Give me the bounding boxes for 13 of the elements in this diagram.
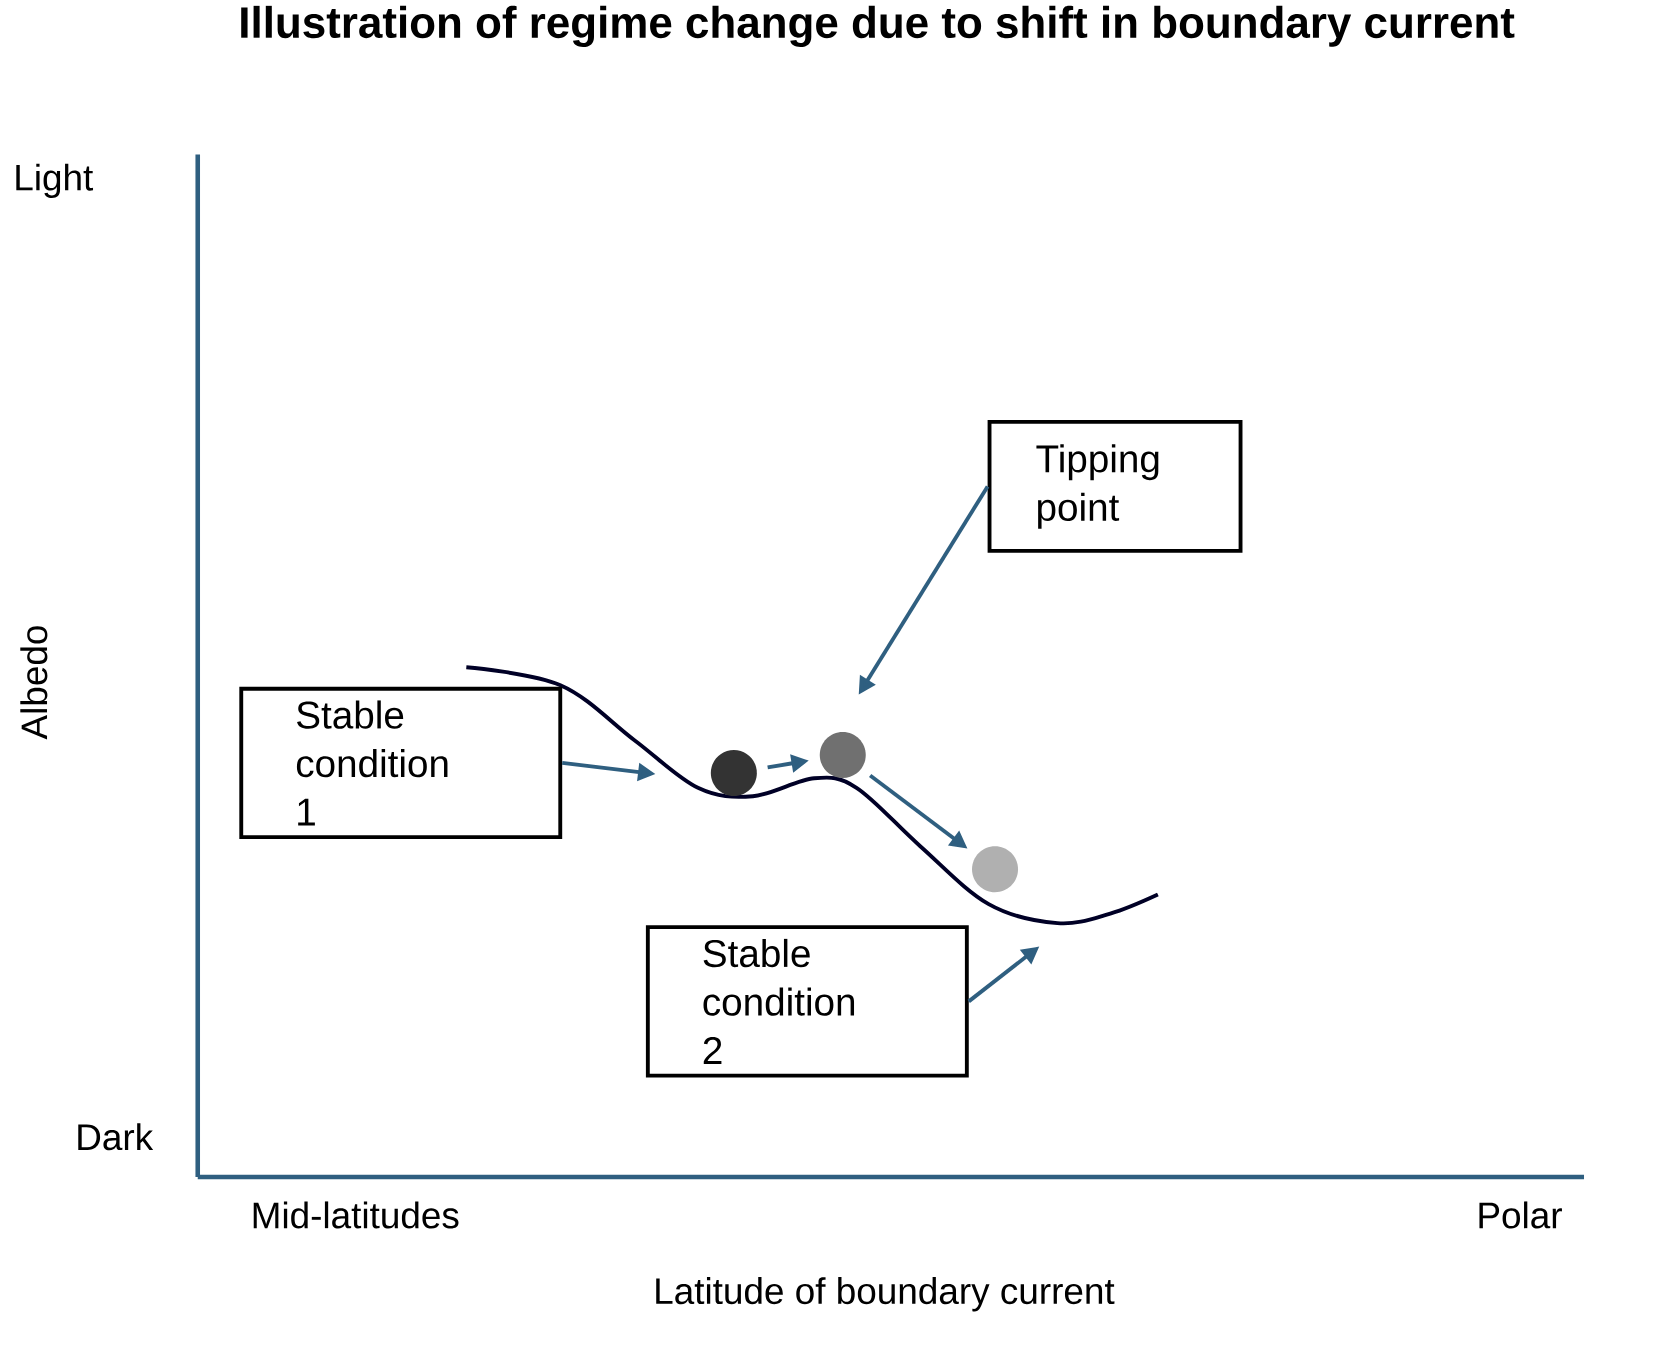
text-box: Tipping point — [987, 419, 1243, 553]
ball — [972, 846, 1019, 893]
axis-label: Dark — [78, 1123, 154, 1151]
text-box: Stable condition 2 — [645, 925, 969, 1078]
text-box: Stable condition 1 — [239, 686, 563, 839]
ball — [710, 749, 757, 796]
axis-label: Polar — [1479, 1201, 1562, 1229]
axis-label: Albedo — [20, 626, 48, 740]
axis-label: Mid-latitudes — [253, 1201, 459, 1229]
title: Illustration of regime change due to shift in boundary current — [241, 5, 1515, 47]
axis-label: Light — [16, 163, 94, 198]
axis-label: Latitude of boundary current — [656, 1277, 1115, 1312]
ball — [819, 731, 866, 778]
